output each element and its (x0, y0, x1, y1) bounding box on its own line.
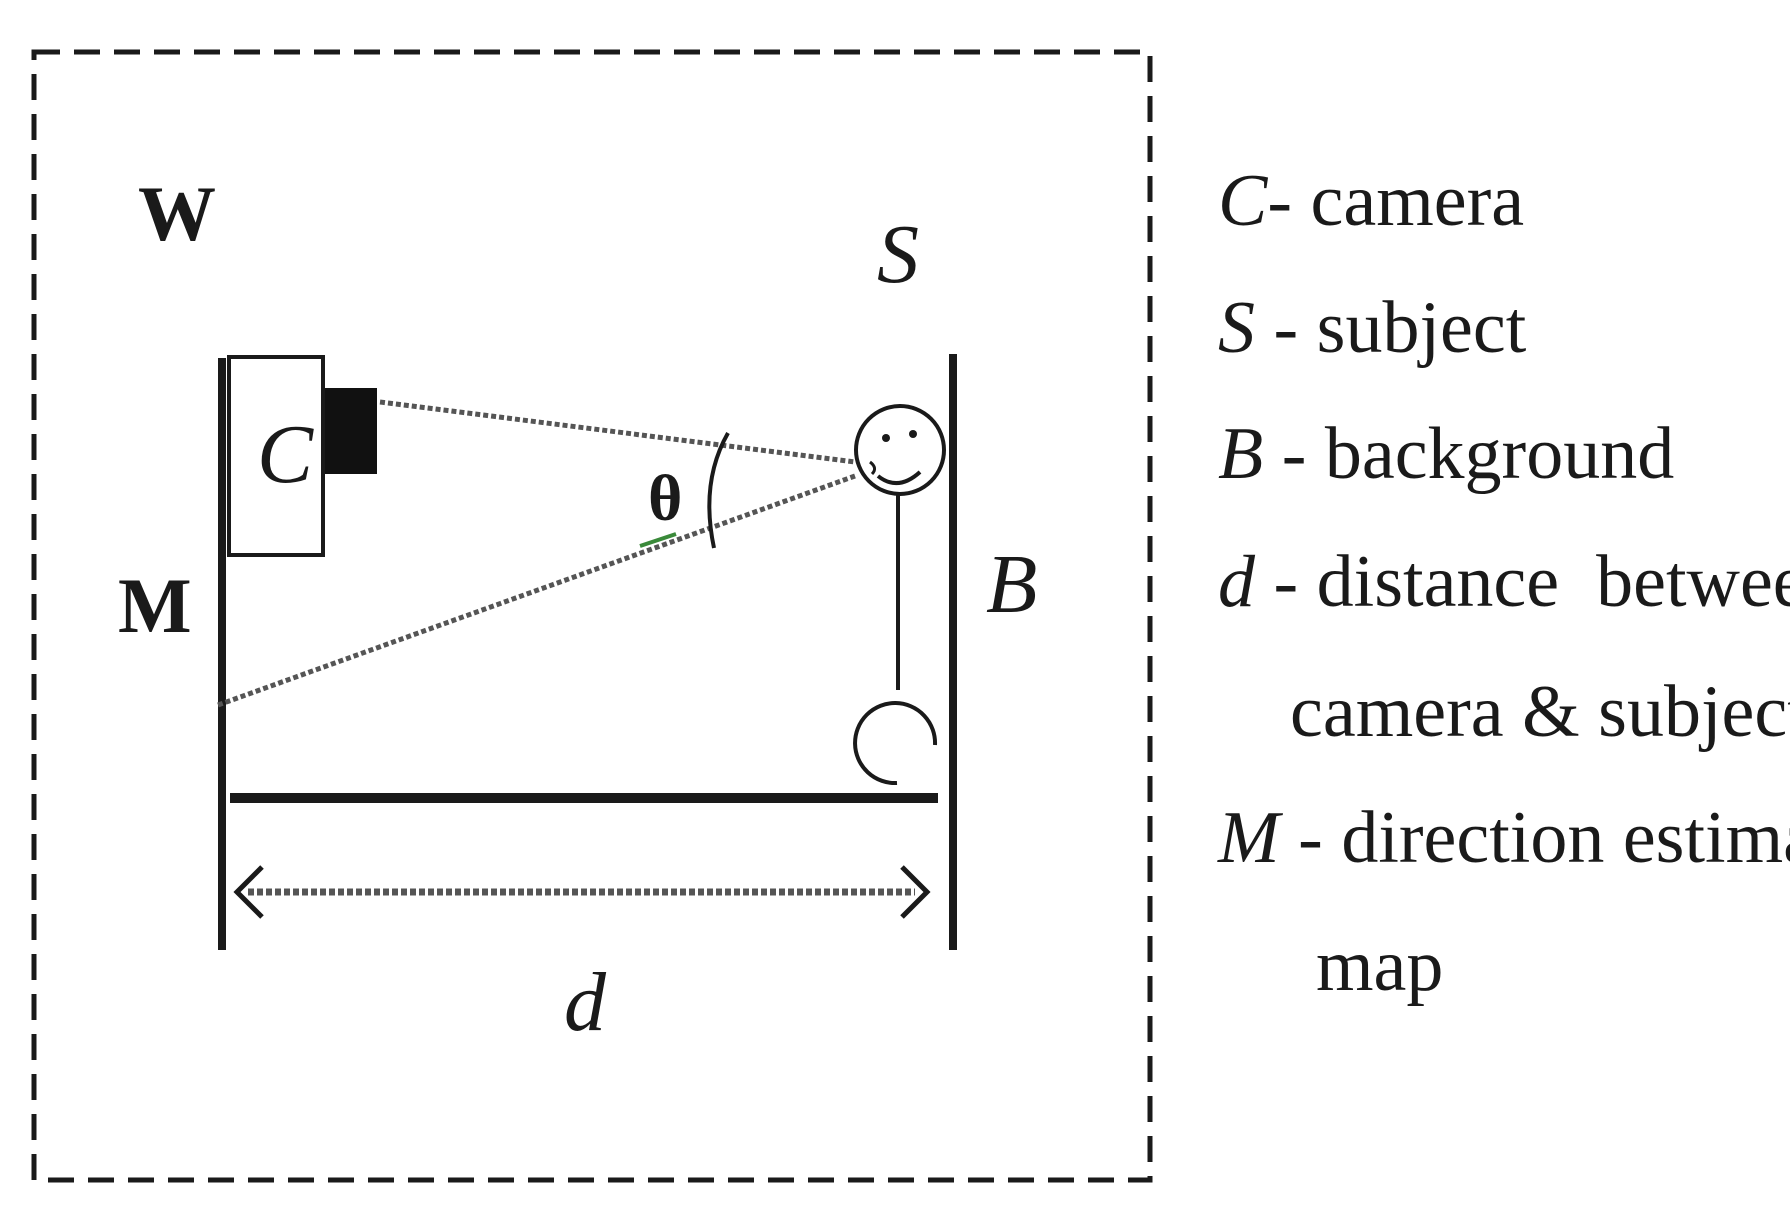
legend-sep: - (1280, 797, 1342, 879)
legend-text: background (1325, 413, 1674, 495)
legend-text: camera (1311, 160, 1525, 242)
legend-key: C (1218, 160, 1269, 242)
distance-arrow-right-head (900, 865, 931, 919)
legend: C- camera S - subject B - background d -… (1217, 160, 1790, 1007)
legend-key: M (1217, 797, 1284, 879)
legend-sep: - (1267, 160, 1310, 242)
legend-sep: - (1255, 287, 1317, 369)
legend-key: S (1218, 287, 1255, 369)
angle-arc (707, 432, 730, 549)
legend-key: B (1218, 413, 1263, 495)
distance-arrow-left-head (233, 865, 264, 919)
label-s: S (877, 208, 919, 301)
scene-frame (31, 49, 1153, 1183)
subject-eye-left (882, 434, 890, 442)
legend-text: distance between (1317, 541, 1790, 623)
label-m: M (118, 562, 192, 649)
subject-figure (853, 404, 946, 786)
subject-eye-right (909, 430, 917, 438)
label-c: C (257, 408, 314, 501)
lower-view-ray (217, 473, 856, 708)
legend-item-background: B - background (1218, 413, 1674, 495)
label-w: W (138, 170, 216, 257)
legend-item-map-cont: map (1316, 925, 1443, 1007)
legend-key: d (1218, 541, 1256, 623)
legend-item-map: M - direction estimation (1217, 797, 1790, 879)
distance-arrow (233, 865, 931, 919)
label-b: B (986, 538, 1037, 631)
camera-lens (325, 388, 377, 474)
legend-item-distance-cont: camera & subject (1290, 671, 1790, 753)
label-d: d (564, 956, 607, 1049)
legend-item-subject: S - subject (1218, 287, 1527, 369)
legend-item-distance: d - distance between (1218, 541, 1790, 623)
subject-cheek (869, 460, 877, 476)
camera-body (227, 355, 325, 557)
legend-sep: - (1263, 413, 1325, 495)
label-theta: θ (648, 462, 682, 535)
legend-text: subject (1317, 287, 1527, 369)
legend-item-camera: C- camera (1218, 160, 1524, 242)
subject-mouth (876, 470, 922, 485)
legend-sep: - (1255, 541, 1317, 623)
legend-text: direction estimation (1341, 797, 1790, 879)
subject-base (853, 701, 938, 786)
upper-view-ray (379, 399, 856, 465)
ray-accent-mark (639, 532, 677, 548)
